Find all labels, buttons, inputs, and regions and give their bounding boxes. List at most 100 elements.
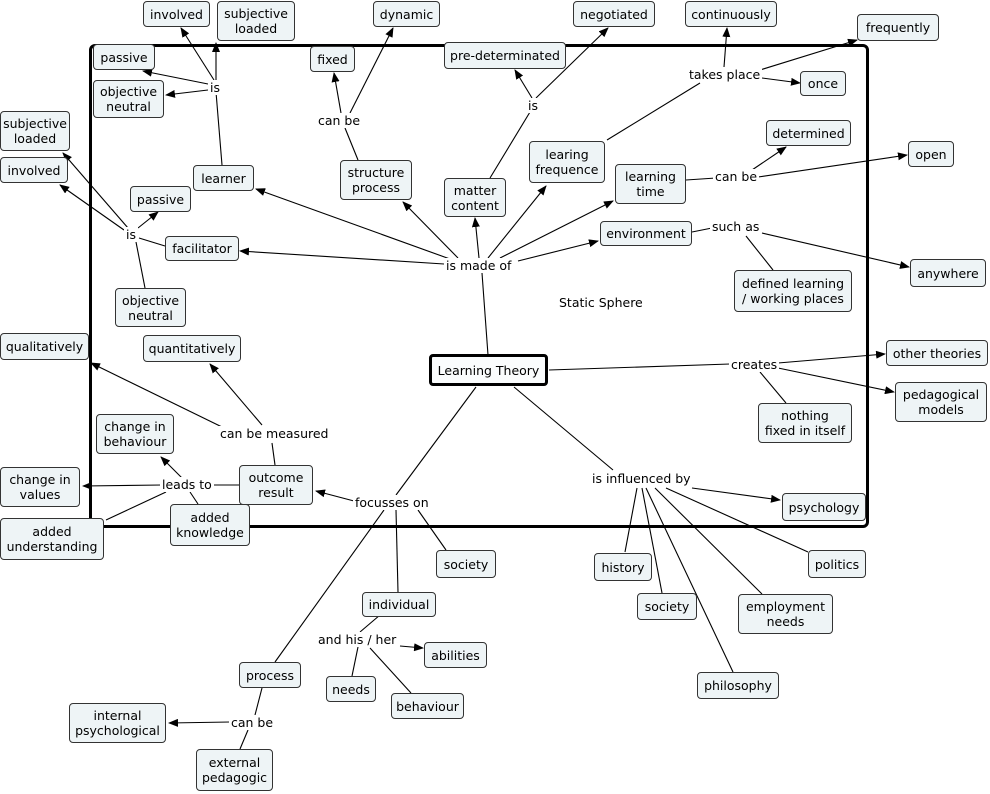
node-open[interactable]: open	[908, 141, 954, 167]
edge-influenced-employment	[654, 487, 763, 595]
node-fixed[interactable]: fixed	[310, 46, 355, 72]
edge-time-canbe	[685, 177, 717, 181]
node-other-theories[interactable]: other theories	[886, 340, 988, 366]
node-once[interactable]: once	[800, 71, 846, 96]
edge-measured-quantitatively	[209, 363, 263, 426]
node-predeterminated[interactable]: pre-determinated	[444, 42, 566, 69]
node-process[interactable]: process	[239, 662, 301, 688]
node-dynamic[interactable]: dynamic	[373, 1, 440, 27]
edge-ismadeof-learner	[255, 188, 451, 260]
edge-canbe-dynamic	[349, 27, 394, 114]
edge-canbe-open	[757, 152, 908, 178]
link-is-mid: is	[526, 98, 540, 113]
node-history[interactable]: history	[594, 553, 652, 581]
node-structure-process[interactable]: structure process	[340, 160, 412, 200]
node-quantitatively[interactable]: quantitatively	[143, 335, 241, 362]
node-behaviour[interactable]: behaviour	[391, 693, 464, 719]
edge-is-involved-left	[59, 184, 125, 231]
node-change-values[interactable]: change in values	[0, 467, 80, 507]
node-anywhere[interactable]: anywhere	[910, 259, 986, 287]
node-passive-mid[interactable]: passive	[130, 186, 191, 212]
node-subjective-top[interactable]: subjective loaded	[217, 1, 295, 41]
node-nothing-fixed[interactable]: nothing fixed in itself	[758, 403, 852, 443]
edge-is-subjective-left	[62, 152, 129, 229]
edge-leadsto-values	[82, 481, 163, 490]
edge-is-objective	[165, 89, 209, 98]
node-change-behaviour[interactable]: change in behaviour	[96, 414, 174, 454]
node-objective-top[interactable]: objective neutral	[93, 80, 164, 118]
node-learning-theory[interactable]: Learning Theory	[429, 354, 548, 386]
node-qualitatively[interactable]: qualitatively	[0, 333, 89, 360]
edge-measured-qualitatively	[90, 362, 223, 428]
link-takes-place: takes place	[687, 67, 763, 82]
edge-suchas-defined	[745, 235, 774, 271]
node-negotiated[interactable]: negotiated	[573, 1, 655, 27]
edge-is-involved	[180, 27, 215, 81]
node-facilitator[interactable]: facilitator	[165, 236, 239, 261]
node-external[interactable]: external pedagogic	[196, 749, 273, 791]
edge-outcome-measured	[271, 442, 276, 466]
edge-center-influenced	[513, 386, 614, 471]
node-added-understanding[interactable]: added understanding	[0, 518, 104, 560]
edge-is-predet	[514, 69, 533, 99]
node-needs[interactable]: needs	[326, 676, 376, 702]
link-leads-to: leads to	[160, 477, 214, 492]
node-learning-time[interactable]: learning time	[615, 164, 686, 204]
node-determined[interactable]: determined	[766, 120, 851, 146]
edge-influenced-politics	[665, 487, 809, 553]
edge-is-passive-mid	[137, 211, 159, 229]
edge-center-focusses	[395, 386, 477, 496]
edge-creates-other	[777, 350, 886, 364]
node-society-infl[interactable]: society	[637, 593, 697, 620]
link-such-as: such as	[710, 219, 762, 234]
node-politics[interactable]: politics	[808, 550, 866, 578]
edge-canbe-external	[239, 729, 249, 750]
link-creates: creates	[729, 357, 780, 372]
edge-focusses-society	[417, 509, 447, 551]
node-philosophy[interactable]: philosophy	[697, 672, 779, 699]
node-individual[interactable]: individual	[362, 592, 436, 617]
node-objective-mid[interactable]: objective neutral	[115, 288, 186, 327]
edge-ismadeof-facilitator	[239, 247, 445, 265]
edge-canbe-determined	[751, 146, 787, 171]
node-involved-left[interactable]: involved	[0, 157, 68, 183]
edge-leadsto-behaviour	[160, 456, 183, 479]
edge-influenced-psychology	[691, 487, 781, 503]
edge-influenced-society	[641, 487, 663, 594]
edge-suchas-anywhere	[761, 232, 910, 269]
node-employment[interactable]: employment needs	[738, 594, 833, 634]
node-abilities[interactable]: abilities	[424, 642, 487, 668]
edge-andhis-needs	[351, 646, 359, 677]
edge-individual-andhis	[359, 614, 381, 633]
node-matter-content[interactable]: matter content	[444, 178, 506, 217]
node-passive-top[interactable]: passive	[93, 44, 155, 70]
edge-center-ismadeof	[481, 272, 489, 356]
node-involved-top[interactable]: involved	[143, 1, 210, 27]
node-internal[interactable]: internal psychological	[69, 703, 166, 743]
edge-is-objective-mid	[135, 241, 146, 289]
node-outcome-result[interactable]: outcome result	[239, 465, 313, 505]
node-environment[interactable]: environment	[600, 221, 692, 246]
edge-is-passive	[142, 68, 209, 85]
link-is-left: is	[124, 227, 138, 242]
edge-process-canbe	[254, 687, 263, 716]
node-added-knowledge[interactable]: added knowledge	[170, 504, 250, 546]
node-learing-frequence[interactable]: learing frequence	[529, 141, 605, 183]
node-subjective-left[interactable]: subjective loaded	[0, 111, 70, 151]
node-society-focus[interactable]: society	[436, 550, 496, 578]
edge-center-creates	[548, 363, 731, 371]
edge-takesplace-frequently	[759, 38, 858, 71]
node-continuously[interactable]: continuously	[685, 1, 777, 27]
edge-leadsto-understanding	[105, 491, 167, 521]
link-is-made-of: is made of	[444, 258, 514, 273]
edge-takesplace-continuously	[722, 27, 731, 68]
node-frequently[interactable]: frequently	[857, 14, 939, 41]
node-defined-places[interactable]: defined learning / working places	[734, 270, 852, 312]
node-pedagogical-models[interactable]: pedagogical models	[895, 382, 987, 422]
node-psychology[interactable]: psychology	[782, 493, 866, 521]
node-learner[interactable]: learner	[193, 165, 254, 191]
edge-focusses-process	[274, 509, 385, 663]
link-focusses-on: focusses on	[353, 495, 431, 510]
